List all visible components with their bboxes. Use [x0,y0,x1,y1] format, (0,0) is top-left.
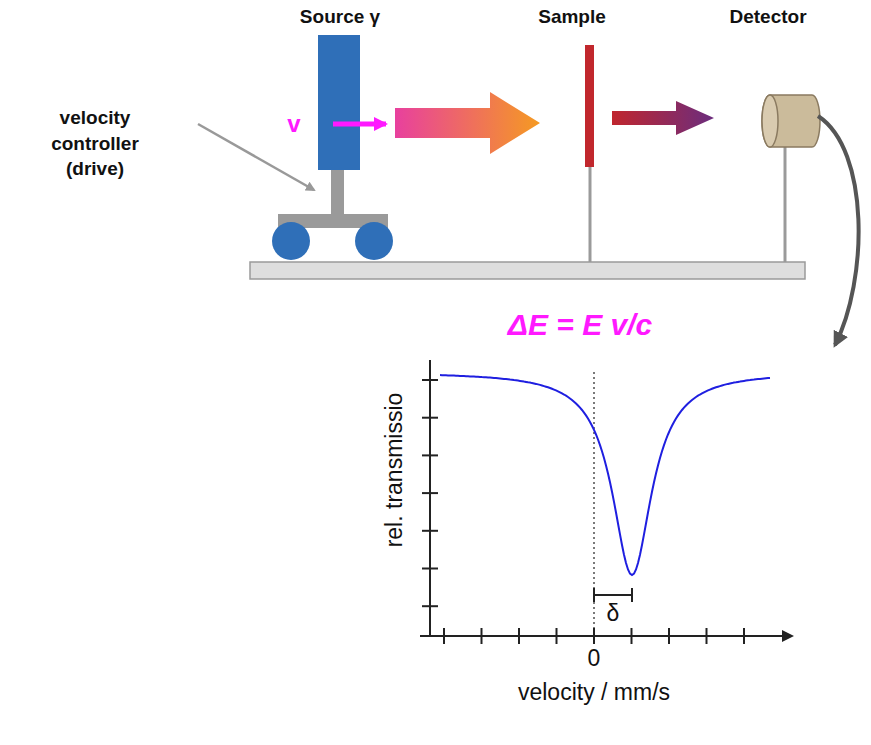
signal-arrow [818,116,859,345]
y-tick [422,568,438,570]
sample [585,45,594,167]
x-tick [668,628,670,644]
label: v [287,110,300,138]
spectrum-plot [420,360,792,644]
transmitted-beam [612,101,714,135]
gamma-beam [395,92,540,154]
x-tick [706,628,708,644]
label: ΔE = E v/c [508,308,652,342]
x-tick [743,628,745,644]
x-tick [443,628,445,644]
velocity-arrow [333,122,386,127]
label: Source γ [300,6,380,28]
y-tick [422,492,438,494]
y-tick [422,530,438,532]
x-tick [518,628,520,644]
label: 0 [588,645,601,672]
x-tick [481,628,483,644]
y-tick [422,454,438,456]
label: rel. transmissio [381,393,408,548]
x-axis [420,635,792,637]
x-tick [556,628,558,644]
y-tick [422,417,438,419]
y-axis [429,360,431,636]
y-tick [422,605,438,607]
x-tick [631,628,633,644]
label: velocity controller (drive) [40,105,150,182]
gamma-source [318,35,360,170]
cart-wheel [272,222,310,260]
cart-wheel [355,222,393,260]
label: δ [607,600,620,627]
sample-post [589,165,592,262]
y-tick [422,379,438,381]
detector [762,95,820,147]
label: velocity / mm/s [518,679,670,706]
detector-face [762,95,778,147]
x-tick [593,628,595,644]
label: Detector [729,6,806,28]
source-post [331,168,344,218]
base-plate [250,262,805,279]
detector-post [784,145,787,262]
label: Sample [538,6,606,28]
absorption-curve [440,375,770,575]
